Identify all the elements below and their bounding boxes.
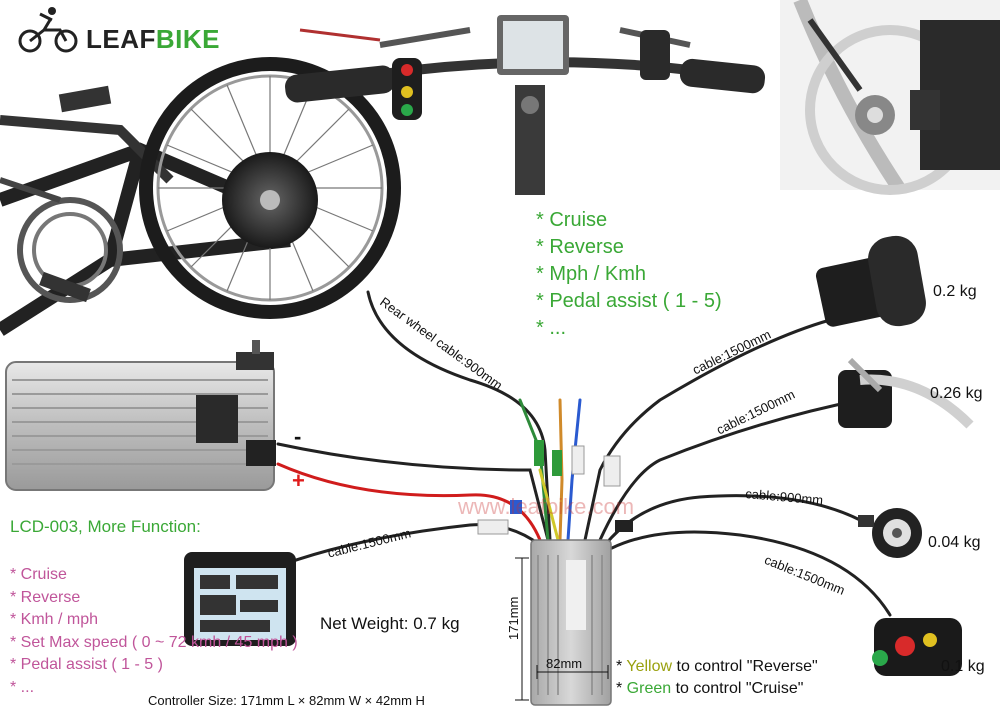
feature-item: * Pedal assist ( 1 - 5) (536, 290, 722, 312)
brand-logo-bike: BIKE (155, 24, 221, 54)
legend-bullet: * (616, 658, 627, 675)
brand-logo: LEAFBIKE (86, 24, 220, 55)
legend-green-text: to control "Cruise" (671, 680, 804, 697)
cyclist-logo-icon (18, 7, 78, 53)
legend-yellow-text: to control "Reverse" (672, 658, 818, 675)
feature-item: * Reverse (536, 236, 624, 258)
weight-switch: 0.1 kg (941, 658, 985, 675)
weight-pas: 0.04 kg (928, 534, 981, 551)
hub-motor-wheel-image (139, 57, 401, 319)
battery-negative-label: - (294, 424, 302, 449)
feature-item: * Cruise (536, 209, 608, 231)
dimension-lines (515, 557, 609, 701)
lcd-feature-item: * Set Max speed ( 0 ~ 72 kmh / 45 mph ) (10, 633, 298, 651)
pas-closeup-image (780, 0, 1000, 195)
legend-green-word: Green (626, 680, 672, 697)
switch-color-legend: * Yellow to control "Reverse" * Green to… (616, 656, 818, 700)
lcd-feature-item: * Kmh / mph (10, 611, 99, 628)
throttle-image (815, 235, 926, 327)
lcd-feature-item: * Cruise (10, 566, 67, 583)
handlebar-switch-image (392, 58, 422, 120)
lcd-feature-list: * Cruise * Reverse * Kmh / mph * Set Max… (10, 564, 298, 699)
controller-length-label: 171mm (506, 596, 521, 640)
handlebar-lcd-display-image (497, 15, 569, 75)
battery-image (5, 340, 276, 491)
lcd-net-weight: Net Weight: 0.7 kg (320, 614, 460, 633)
legend-bullet: * (616, 680, 627, 697)
lcd-feature-item: * Pedal assist ( 1 - 5 ) (10, 656, 163, 673)
battery-positive-label: + (292, 468, 305, 493)
brake-lever-image (838, 357, 974, 429)
feature-list-main: * Cruise * Reverse * Mph / Kmh * Pedal a… (536, 207, 722, 342)
lcd-feature-item: * ... (10, 678, 35, 696)
wiring (238, 290, 892, 617)
weight-brake: 0.26 kg (930, 385, 983, 402)
watermark: www.leafbike.com (458, 494, 635, 519)
brand-logo-leaf: LEAF (86, 24, 156, 54)
lcd-section-title: LCD-003, More Function: (10, 517, 201, 536)
pas-sensor-image (858, 508, 922, 558)
legend-yellow-word: Yellow (626, 658, 673, 675)
lcd-feature-item: * Reverse (10, 588, 81, 606)
controller-size-caption: Controller Size: 171mm L × 82mm W × 42mm… (148, 693, 425, 708)
feature-item: * ... (536, 317, 567, 339)
function-switch-image (872, 618, 962, 676)
feature-item: * Mph / Kmh (536, 263, 647, 285)
legend-yellow: * Yellow to control "Reverse" (616, 656, 818, 678)
lcd-003-display-image (184, 552, 296, 646)
controller-image (530, 539, 612, 706)
legend-green: * Green to control "Cruise" (616, 678, 818, 700)
weight-throttle: 0.2 kg (933, 283, 977, 300)
controller-width-label: 82mm (546, 656, 583, 671)
